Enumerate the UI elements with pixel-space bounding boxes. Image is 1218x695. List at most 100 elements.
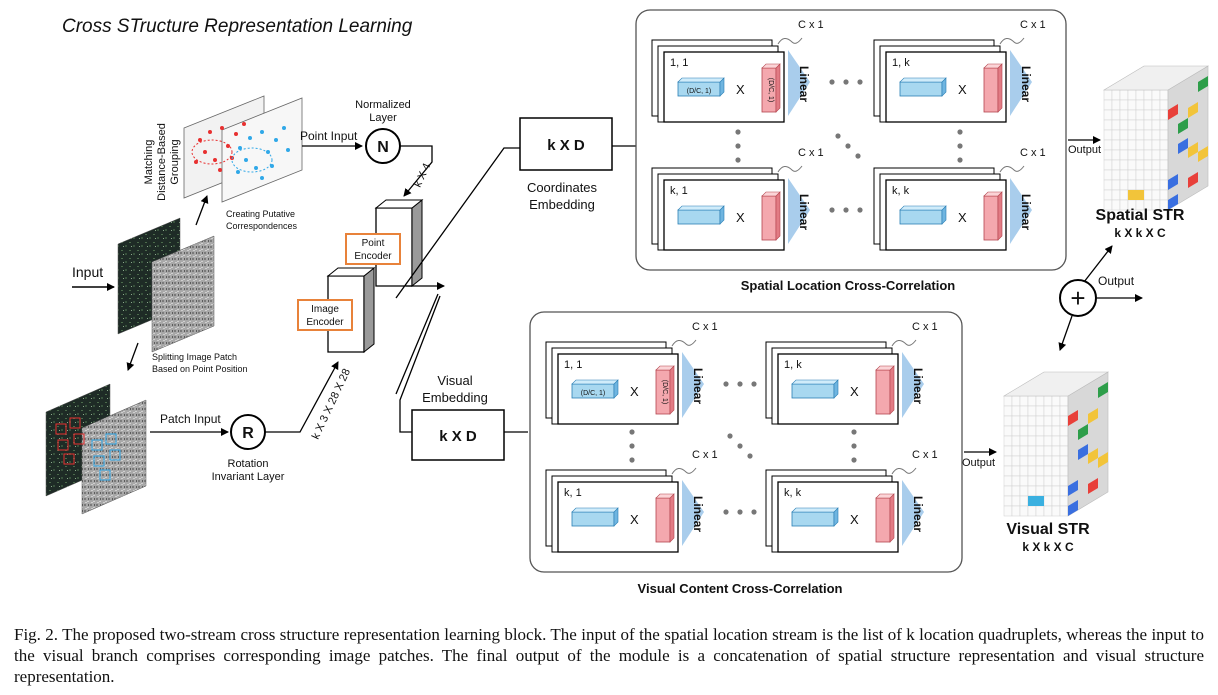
cube-cell <box>1003 395 1013 407</box>
cube-cell <box>1103 189 1113 201</box>
cube-cell <box>1143 109 1153 121</box>
svg-text:Linear: Linear <box>1019 194 1033 230</box>
cube-cell <box>1111 149 1121 161</box>
coords-kxd-box <box>519 117 613 171</box>
cube-cell <box>1059 415 1069 427</box>
cube-cell <box>1159 139 1169 151</box>
cx1-label: C x 1 <box>798 19 824 31</box>
vector-dim-label: (D/C, 1) <box>687 88 712 95</box>
input-image-pair <box>117 217 215 353</box>
cube-cell <box>1019 455 1029 467</box>
normalized-label-1: Normalized <box>355 99 411 111</box>
embedding-vector <box>571 507 619 527</box>
svg-text:Linear: Linear <box>691 368 705 404</box>
cube-cell <box>1103 139 1113 151</box>
cube-cell <box>1059 445 1069 457</box>
ellipsis-dot <box>855 153 861 159</box>
cube-cell <box>1159 99 1169 111</box>
cx1-label: C x 1 <box>912 321 938 333</box>
linear-layer: Linear <box>902 480 925 546</box>
dim-k-x-4: k X 4 <box>412 161 433 189</box>
svg-text:Grouping: Grouping <box>169 139 181 184</box>
cube-cell <box>1051 435 1061 447</box>
embedding-vector <box>791 507 839 527</box>
cx1-label: C x 1 <box>798 147 824 159</box>
cube-cell <box>1127 129 1137 141</box>
cube-cell <box>1011 425 1021 437</box>
visual-input-line <box>399 295 441 433</box>
cube-cell <box>1019 395 1029 407</box>
ellipsis-dot <box>723 381 729 387</box>
visual-kxd-box <box>411 409 505 461</box>
cube-cell <box>1059 485 1069 497</box>
ellipsis-dot <box>727 433 733 439</box>
coords-embed-label-2: Embedding <box>529 197 595 212</box>
cube-colored-cell <box>1168 104 1178 120</box>
cube-cell <box>1159 89 1169 101</box>
cube-cell <box>1119 99 1129 111</box>
multiply-sign: X <box>630 512 639 527</box>
cube-cell <box>1127 89 1137 101</box>
svg-text:Encoder: Encoder <box>306 317 344 328</box>
linear-layer: Linear <box>788 178 811 244</box>
cube-cell <box>1143 159 1153 171</box>
cube-colored-cell <box>1078 424 1088 440</box>
spatial-output-label: Output <box>1068 144 1101 156</box>
cube-cell <box>1135 149 1145 161</box>
cube-cell <box>1159 169 1169 181</box>
cube-cell <box>1111 159 1121 171</box>
cube-cell <box>1003 405 1013 417</box>
ellipsis-dot <box>857 79 863 85</box>
cube-cell <box>1051 445 1061 457</box>
cube-cell <box>1135 129 1145 141</box>
node-n-label: N <box>377 139 389 156</box>
cube-cell <box>1103 99 1113 111</box>
cube-cell <box>1035 435 1045 447</box>
cube-cell <box>1043 405 1053 417</box>
cube-cell <box>1119 159 1129 171</box>
embedding-vector <box>899 205 947 225</box>
visual-panel-title: Visual Content Cross-Correlation <box>638 581 843 596</box>
cube-cell <box>1051 405 1061 417</box>
cube-colored-cell <box>1088 408 1098 424</box>
cube-cell <box>1135 169 1145 181</box>
cube-top <box>1002 371 1110 397</box>
cube-cell <box>1011 495 1021 507</box>
cube-cell <box>1151 189 1161 201</box>
visual-str-dim: k X k X C <box>1022 540 1074 554</box>
cube-cell <box>1151 149 1161 161</box>
multiply-sign: X <box>850 512 859 527</box>
patch-input-label: Patch Input <box>160 412 221 426</box>
cube-cell <box>1043 445 1053 457</box>
cube-cell <box>1027 425 1037 437</box>
cube-cell <box>1151 99 1161 111</box>
multiply-sign: X <box>736 82 745 97</box>
embedding-vector <box>791 379 839 399</box>
cube-cell <box>1011 505 1021 517</box>
multiply-sign: X <box>958 82 967 97</box>
cube-colored-cell <box>1178 118 1188 134</box>
rotation-label-1: Rotation <box>228 458 269 470</box>
cube-cell <box>1027 485 1037 497</box>
cube-cell <box>1027 445 1037 457</box>
cube-cell <box>1127 179 1137 191</box>
point-input-label: Point Input <box>300 129 358 143</box>
cube-cell <box>1019 465 1029 477</box>
svg-text:Distance-Based: Distance-Based <box>156 123 168 201</box>
cube-cell <box>1159 109 1169 121</box>
ellipsis-dot <box>723 509 729 515</box>
cube-cell <box>1103 149 1113 161</box>
cube-cell <box>1143 179 1153 191</box>
cube-cell <box>1127 169 1137 181</box>
embedding-vector <box>677 205 725 225</box>
cube-cell <box>1019 485 1029 497</box>
cube-cell <box>1035 505 1045 517</box>
cube-cell <box>1135 179 1145 191</box>
cube-colored-cell <box>1188 102 1198 118</box>
cube-cell <box>1027 405 1037 417</box>
cell-index-label: k, 1 <box>670 185 688 197</box>
multiply-sign: X <box>736 210 745 225</box>
cube-cell <box>1011 435 1021 447</box>
